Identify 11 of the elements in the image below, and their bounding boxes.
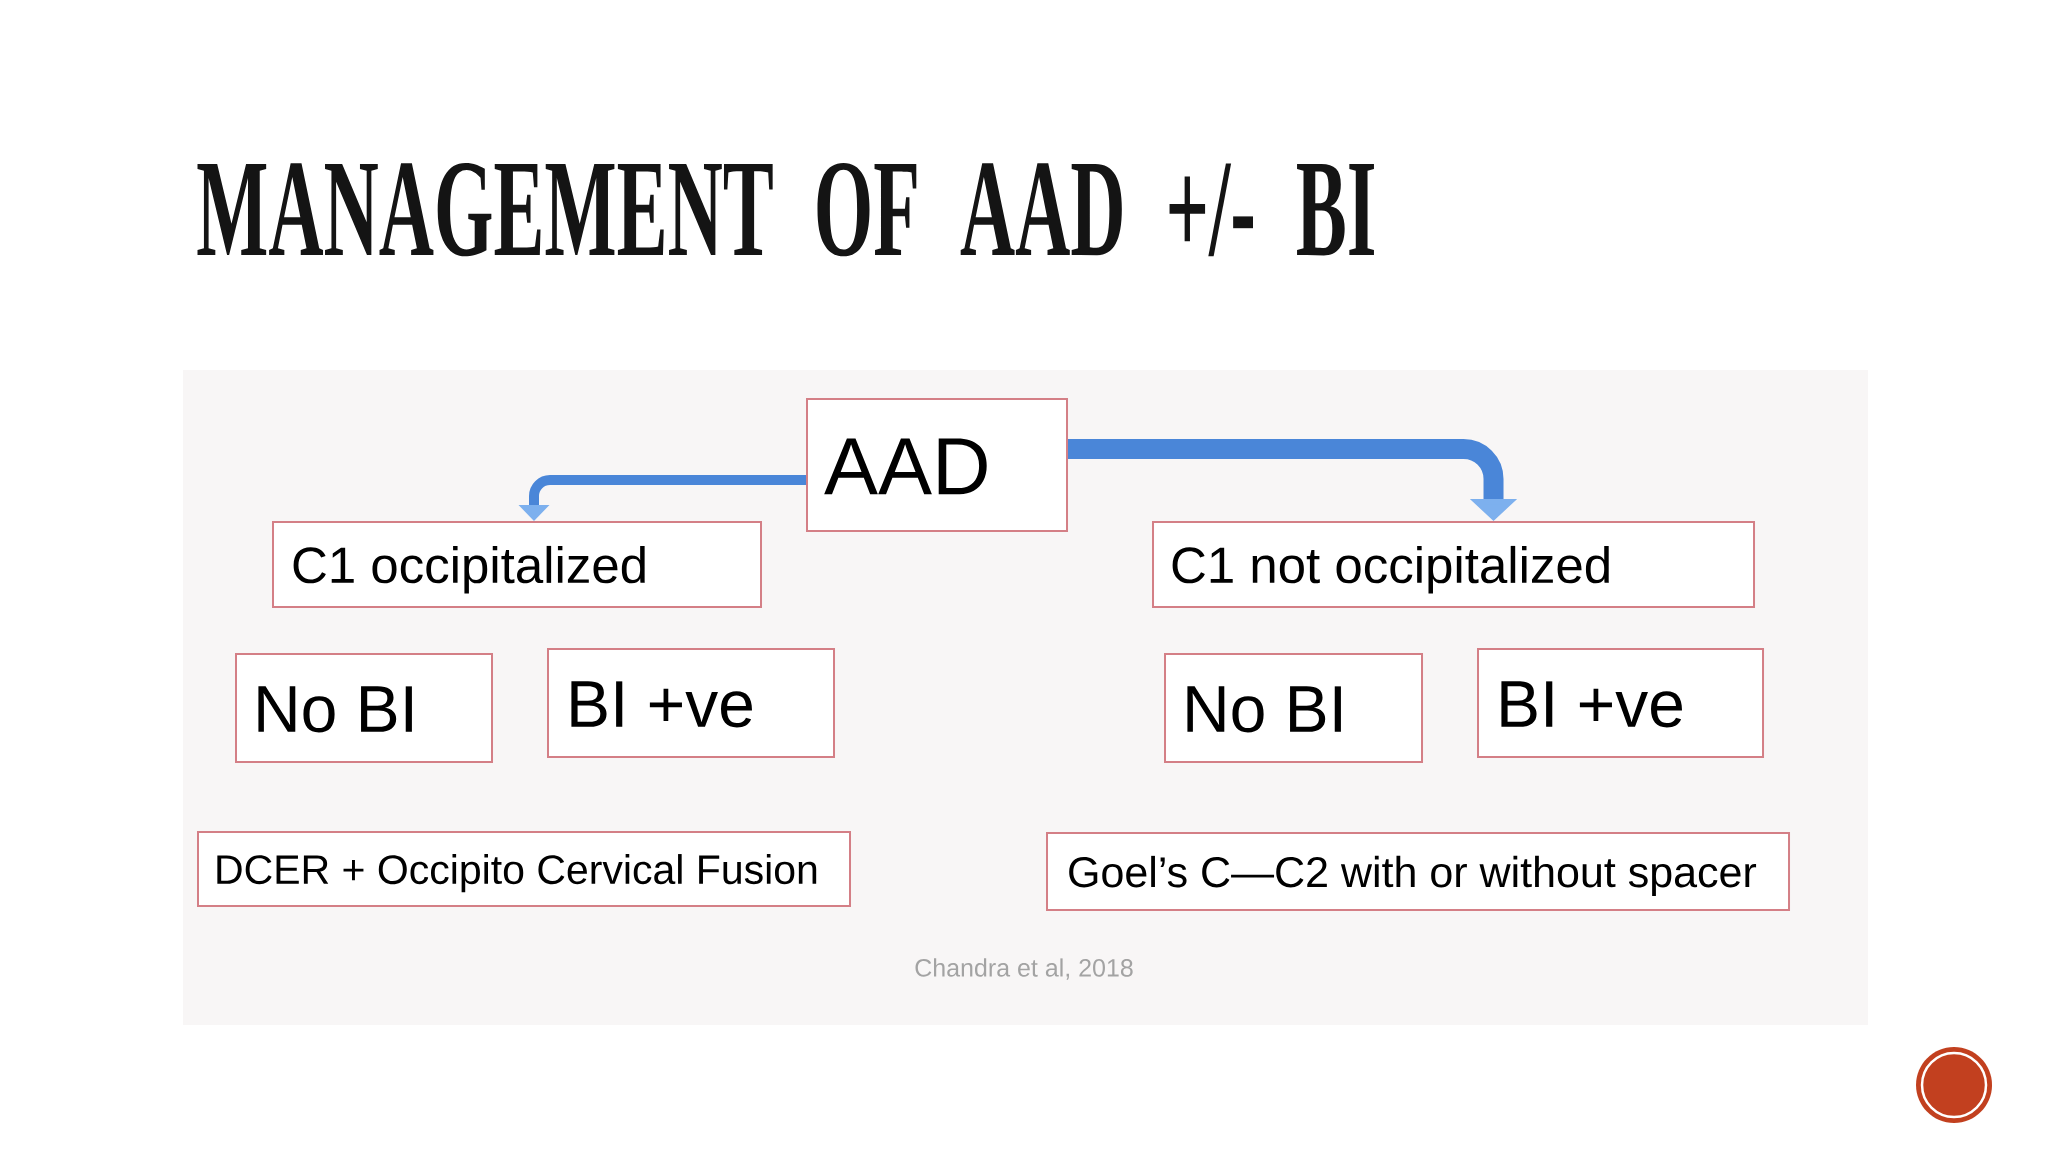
text-box: BI +ve xyxy=(1477,648,1764,758)
text-box: C1 occipitalized xyxy=(272,521,762,608)
text-box: No BI xyxy=(235,653,493,763)
text-box: AAD xyxy=(806,398,1068,532)
text-box: DCER + Occipito Cervical Fusion xyxy=(197,831,851,907)
citation-text: Chandra et al, 2018 xyxy=(915,958,1133,980)
text-box: No BI xyxy=(1164,653,1423,763)
text-box: Goel’s C—C2 with or without spacer xyxy=(1046,832,1790,911)
slide-title: MANAGEMENT OF AAD +/- BI xyxy=(197,163,1374,257)
text-box: C1 not occipitalized xyxy=(1152,521,1755,608)
text-box: BI +ve xyxy=(547,648,835,758)
